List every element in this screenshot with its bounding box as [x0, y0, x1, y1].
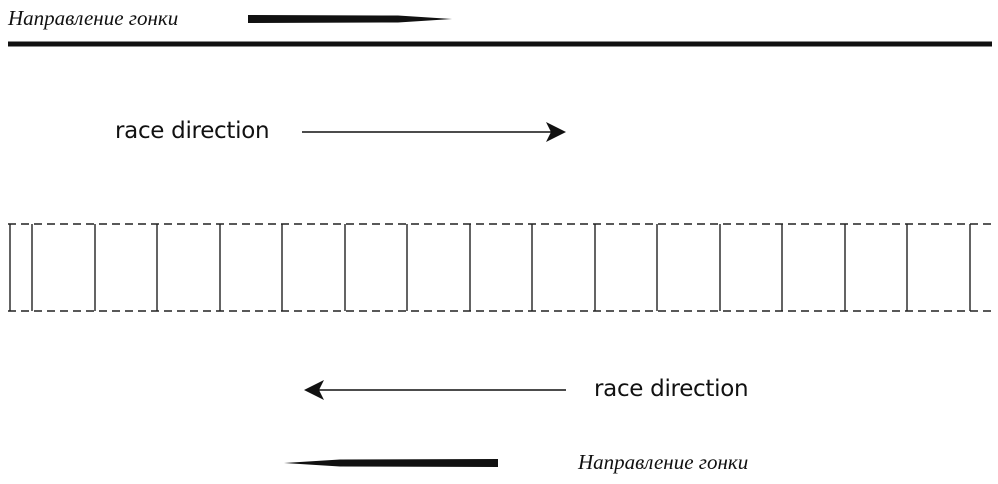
upper-race-direction-label: race direction	[115, 118, 270, 144]
bottom-bold-arrow-left	[284, 459, 498, 467]
lane-strip	[8, 223, 992, 312]
bottom-russian-label: Направление гонки	[578, 450, 749, 474]
top-russian-label: Направление гонки	[8, 6, 179, 30]
top-bold-arrow-right	[248, 15, 452, 23]
lower-race-direction-label: race direction	[594, 376, 749, 402]
upper-thin-arrow-right	[302, 122, 566, 142]
lower-thin-arrow-left	[304, 380, 566, 400]
